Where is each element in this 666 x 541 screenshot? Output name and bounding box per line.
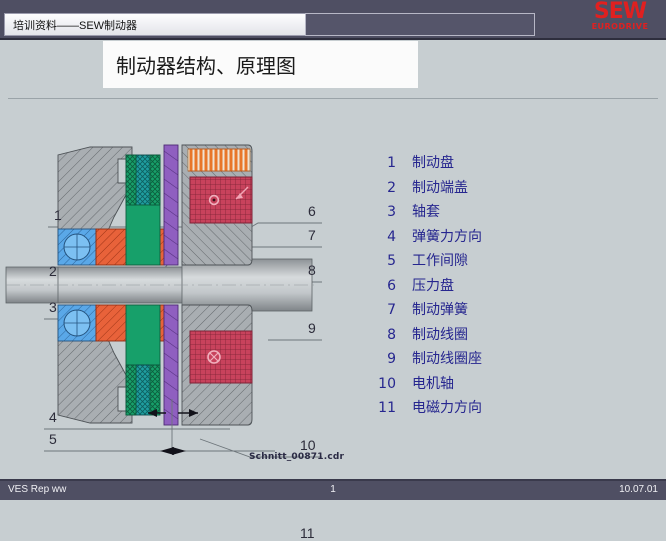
legend-item: 2 制动端盖 [368, 177, 568, 202]
callout-11: 11 [300, 525, 315, 541]
legend-label: 制动盘 [412, 155, 454, 171]
legend-item: 9 制动线圈座 [368, 348, 568, 373]
header-tab-label: 培训资料——SEW制动器 [13, 19, 138, 32]
legend-number: 11 [378, 400, 396, 416]
footer-divider [0, 479, 666, 481]
legend-label: 工作间隙 [412, 253, 468, 269]
legend-item: 1 制动盘 [368, 152, 568, 177]
title-divider [8, 98, 658, 99]
header-bar: 培训资料——SEW制动器 SEW EURODRIVE [0, 0, 666, 38]
logo-main-text: SEW [593, 0, 647, 24]
legend-number: 4 [387, 228, 396, 245]
legend-item: 7 制动弹簧 [368, 299, 568, 324]
brake-cross-section-diagram [0, 99, 666, 478]
legend-item: 10 电机轴 [368, 373, 568, 398]
legend-label: 电磁力方向 [412, 400, 482, 416]
legend-number: 7 [387, 302, 396, 318]
header-secondary-box [305, 13, 535, 36]
drawing-file-caption: Schnitt_00871.cdr [249, 452, 345, 462]
legend-label: 弹簧力方向 [412, 228, 482, 245]
pressure-plate-upper [163, 144, 179, 266]
logo-sub-text: EURODRIVE [591, 22, 649, 31]
bearing-lower [57, 304, 97, 342]
legend-number: 10 [378, 375, 396, 392]
brake-coil-upper [189, 176, 253, 224]
legend-number: 9 [387, 351, 396, 367]
pressure-plate-lower [163, 304, 179, 426]
legend-number: 6 [387, 277, 396, 294]
legend-list: 1 制动盘 2 制动端盖 3 轴套 4 弹簧力方向 5 工作间隙 6 压力盘 7… [368, 152, 568, 422]
brake-spring-upper [187, 148, 251, 172]
sew-eurodrive-logo: SEW EURODRIVE [580, 0, 660, 36]
header-title-tab[interactable]: 培训资料——SEW制动器 [4, 13, 306, 36]
footer-page-number: 1 [330, 484, 336, 495]
legend-label: 压力盘 [412, 277, 454, 294]
callout-underlines [44, 222, 322, 458]
bearing-upper [57, 228, 97, 266]
legend-number: 3 [387, 204, 396, 220]
legend-item: 6 压力盘 [368, 275, 568, 300]
legend-label: 制动线圈 [412, 326, 468, 343]
legend-label: 轴套 [412, 204, 440, 220]
footer-author: VES Rep ww [8, 484, 67, 495]
slide-title-box: 制动器结构、原理图 [103, 41, 418, 88]
legend-label: 制动端盖 [412, 179, 468, 196]
legend-item: 4 弹簧力方向 [368, 226, 568, 251]
legend-label: 制动线圈座 [412, 351, 482, 367]
air-gap-arrows [148, 399, 198, 455]
legend-number: 8 [387, 326, 396, 343]
footer-bar [0, 481, 666, 500]
page-title: 制动器结构、原理图 [116, 54, 296, 78]
legend-label: 电机轴 [412, 375, 454, 392]
brake-coil-lower [189, 330, 253, 384]
motor-shaft [5, 258, 316, 312]
legend-item: 11 电磁力方向 [368, 397, 568, 422]
legend-number: 5 [387, 253, 396, 269]
legend-item: 8 制动线圈 [368, 324, 568, 349]
brake-disc-upper [125, 154, 161, 266]
header-underline [0, 38, 666, 40]
brake-disc-lower [125, 304, 161, 416]
legend-number: 1 [387, 155, 396, 171]
legend-label: 制动弹簧 [412, 302, 468, 318]
footer-date: 10.07.01 [619, 484, 658, 495]
legend-item: 3 轴套 [368, 201, 568, 226]
legend-number: 2 [387, 179, 396, 196]
legend-item: 5 工作间隙 [368, 250, 568, 275]
